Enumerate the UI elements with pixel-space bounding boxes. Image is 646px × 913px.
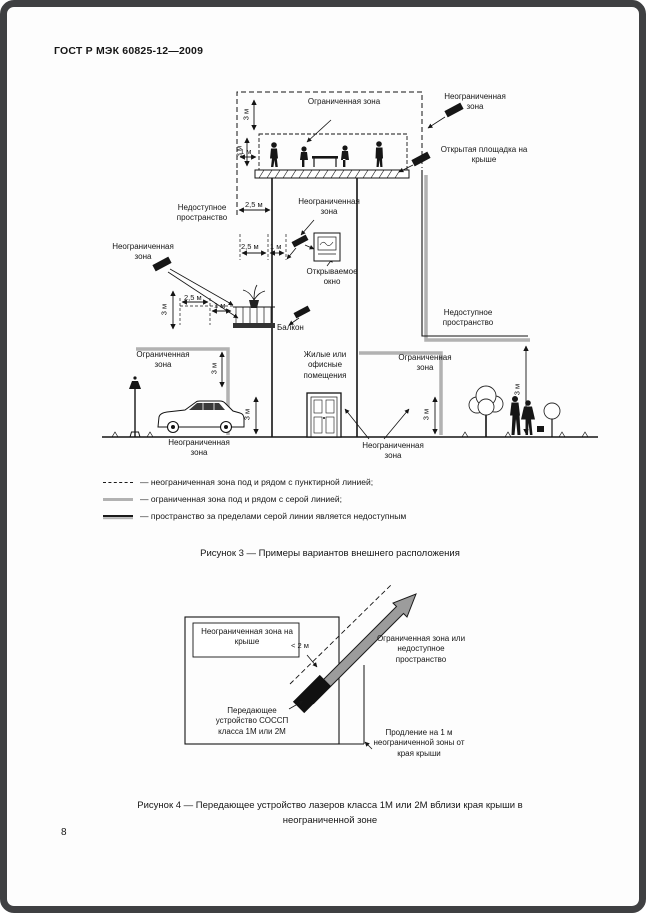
label-unrestricted-zone-left: Неограниченная зона — [112, 242, 174, 262]
figure4-pointer-arrows — [288, 654, 373, 750]
dimension-3m: 3 м — [241, 108, 251, 121]
openable-window-drawing — [313, 232, 341, 262]
legend-row: — неограниченная зона под и рядом с пунк… — [103, 477, 563, 487]
label-unrestricted-zone-top-right: Неограниченная зона — [444, 92, 506, 112]
extension-boundary-line — [339, 665, 365, 745]
people-on-roof-icon — [270, 141, 383, 167]
dimension-2-5m: 2,5 м — [184, 293, 202, 302]
label-restricted-zone-right: Ограниченная зона — [398, 353, 452, 373]
figures-graphics — [102, 91, 598, 750]
label-extension-1m: Продление на 1 м неограниченной зоны от … — [373, 728, 465, 758]
label-restricted-zone-top: Ограниченная зона — [307, 97, 381, 106]
dimension-1m: 1 м — [270, 242, 282, 251]
transmitter-device-icon — [292, 674, 332, 714]
label-unrestricted-zone-bottom-left: Неограниченная зона — [168, 438, 230, 458]
label-balcony: Балкон — [277, 323, 304, 332]
roof-outline-box — [184, 616, 340, 745]
inaccessible-boundary-line — [421, 170, 528, 337]
legend-row: — пространство за пределами серой линии … — [103, 511, 563, 521]
figure3-caption: Рисунок 3 — Примеры вариантов внешнего р… — [200, 548, 460, 559]
grass-ticks — [111, 431, 589, 438]
legend-dashed-line-swatch — [103, 481, 133, 483]
laser-marker-icon — [411, 151, 431, 167]
legend-gray-line-swatch — [103, 497, 133, 501]
laser-marker-icon — [444, 102, 464, 118]
legend-text: — ограниченная зона под и рядом с серой … — [140, 494, 342, 504]
label-unrestricted-zone-roof: Неограниченная зона на крыше — [201, 627, 293, 647]
figure4-graphics — [184, 583, 417, 750]
street-lamp-icon — [129, 376, 141, 438]
legend-text: — неограниченная зона под и рядом с пунк… — [140, 477, 374, 487]
dimension-3m: 3 м — [242, 408, 252, 421]
document-header: ГОСТ Р МЭК 60825-12—2009 — [54, 45, 204, 57]
pointer-arrows — [167, 116, 446, 440]
laser-marker-icon — [293, 305, 311, 319]
page-number: 8 — [61, 827, 67, 838]
dimension-2-5m: 2,5 м — [241, 242, 259, 251]
dimension-3m: 3 м — [159, 303, 169, 316]
label-openable-window: Открываемое окно — [306, 267, 358, 287]
unrestricted-zone-dashed-lines — [179, 91, 423, 325]
roof-terrace-dashed-box — [258, 133, 408, 171]
figure3-graphics — [102, 91, 598, 440]
roof-slab — [254, 169, 410, 179]
label-residential-or-office: Жилые или офисные помещения — [303, 350, 347, 380]
figure4-caption: Рисунок 4 — Передающее устройство лазеро… — [137, 800, 523, 826]
label-inaccessible-space-left: Недоступное пространство — [176, 203, 228, 223]
label-transmitter: Передающее устройство СОССП класса 1М ил… — [215, 706, 289, 736]
label-unrestricted-zone-bottom-mid: Неограниченная зона — [362, 441, 424, 461]
roof-label-box — [192, 622, 300, 658]
label-restricted-or-inaccessible: Ограниченная зона или недоступное простр… — [376, 634, 466, 664]
dimension-less-than-2m: < 2 м — [291, 641, 309, 650]
label-unrestricted-zone-mid: Неограниченная зона — [298, 197, 360, 217]
legend-gray-black-line-swatch — [103, 515, 133, 517]
dimension-3m: 3 м — [421, 408, 431, 421]
dimension-2-5m: 2,5 м — [245, 200, 263, 209]
label-restricted-zone-left: Ограниченная зона — [136, 350, 190, 370]
label-open-roof-area: Открытая площадка на крыше — [440, 145, 528, 165]
balcony-drawing — [233, 284, 275, 328]
laser-marker-icon — [152, 256, 172, 272]
legend-row: — ограниченная зона под и рядом с серой … — [103, 494, 563, 504]
dimension-1m: 1 м — [240, 147, 252, 156]
legend-text: — пространство за пределами серой линии … — [140, 511, 407, 521]
trees-and-people-icon — [468, 385, 561, 437]
dimension-3m: 3 м — [209, 362, 219, 375]
laser-marker-icon — [291, 234, 309, 248]
dimension-1m: 1 м — [214, 301, 226, 310]
dimension-3m: 3 м — [512, 383, 522, 396]
figure3-legend: — неограниченная зона под и рядом с пунк… — [103, 477, 563, 528]
entrance-door-drawing — [303, 392, 345, 438]
car-icon — [157, 400, 245, 434]
laser-device-markers — [152, 102, 464, 319]
label-inaccessible-space-right: Недоступное пространство — [442, 308, 494, 328]
